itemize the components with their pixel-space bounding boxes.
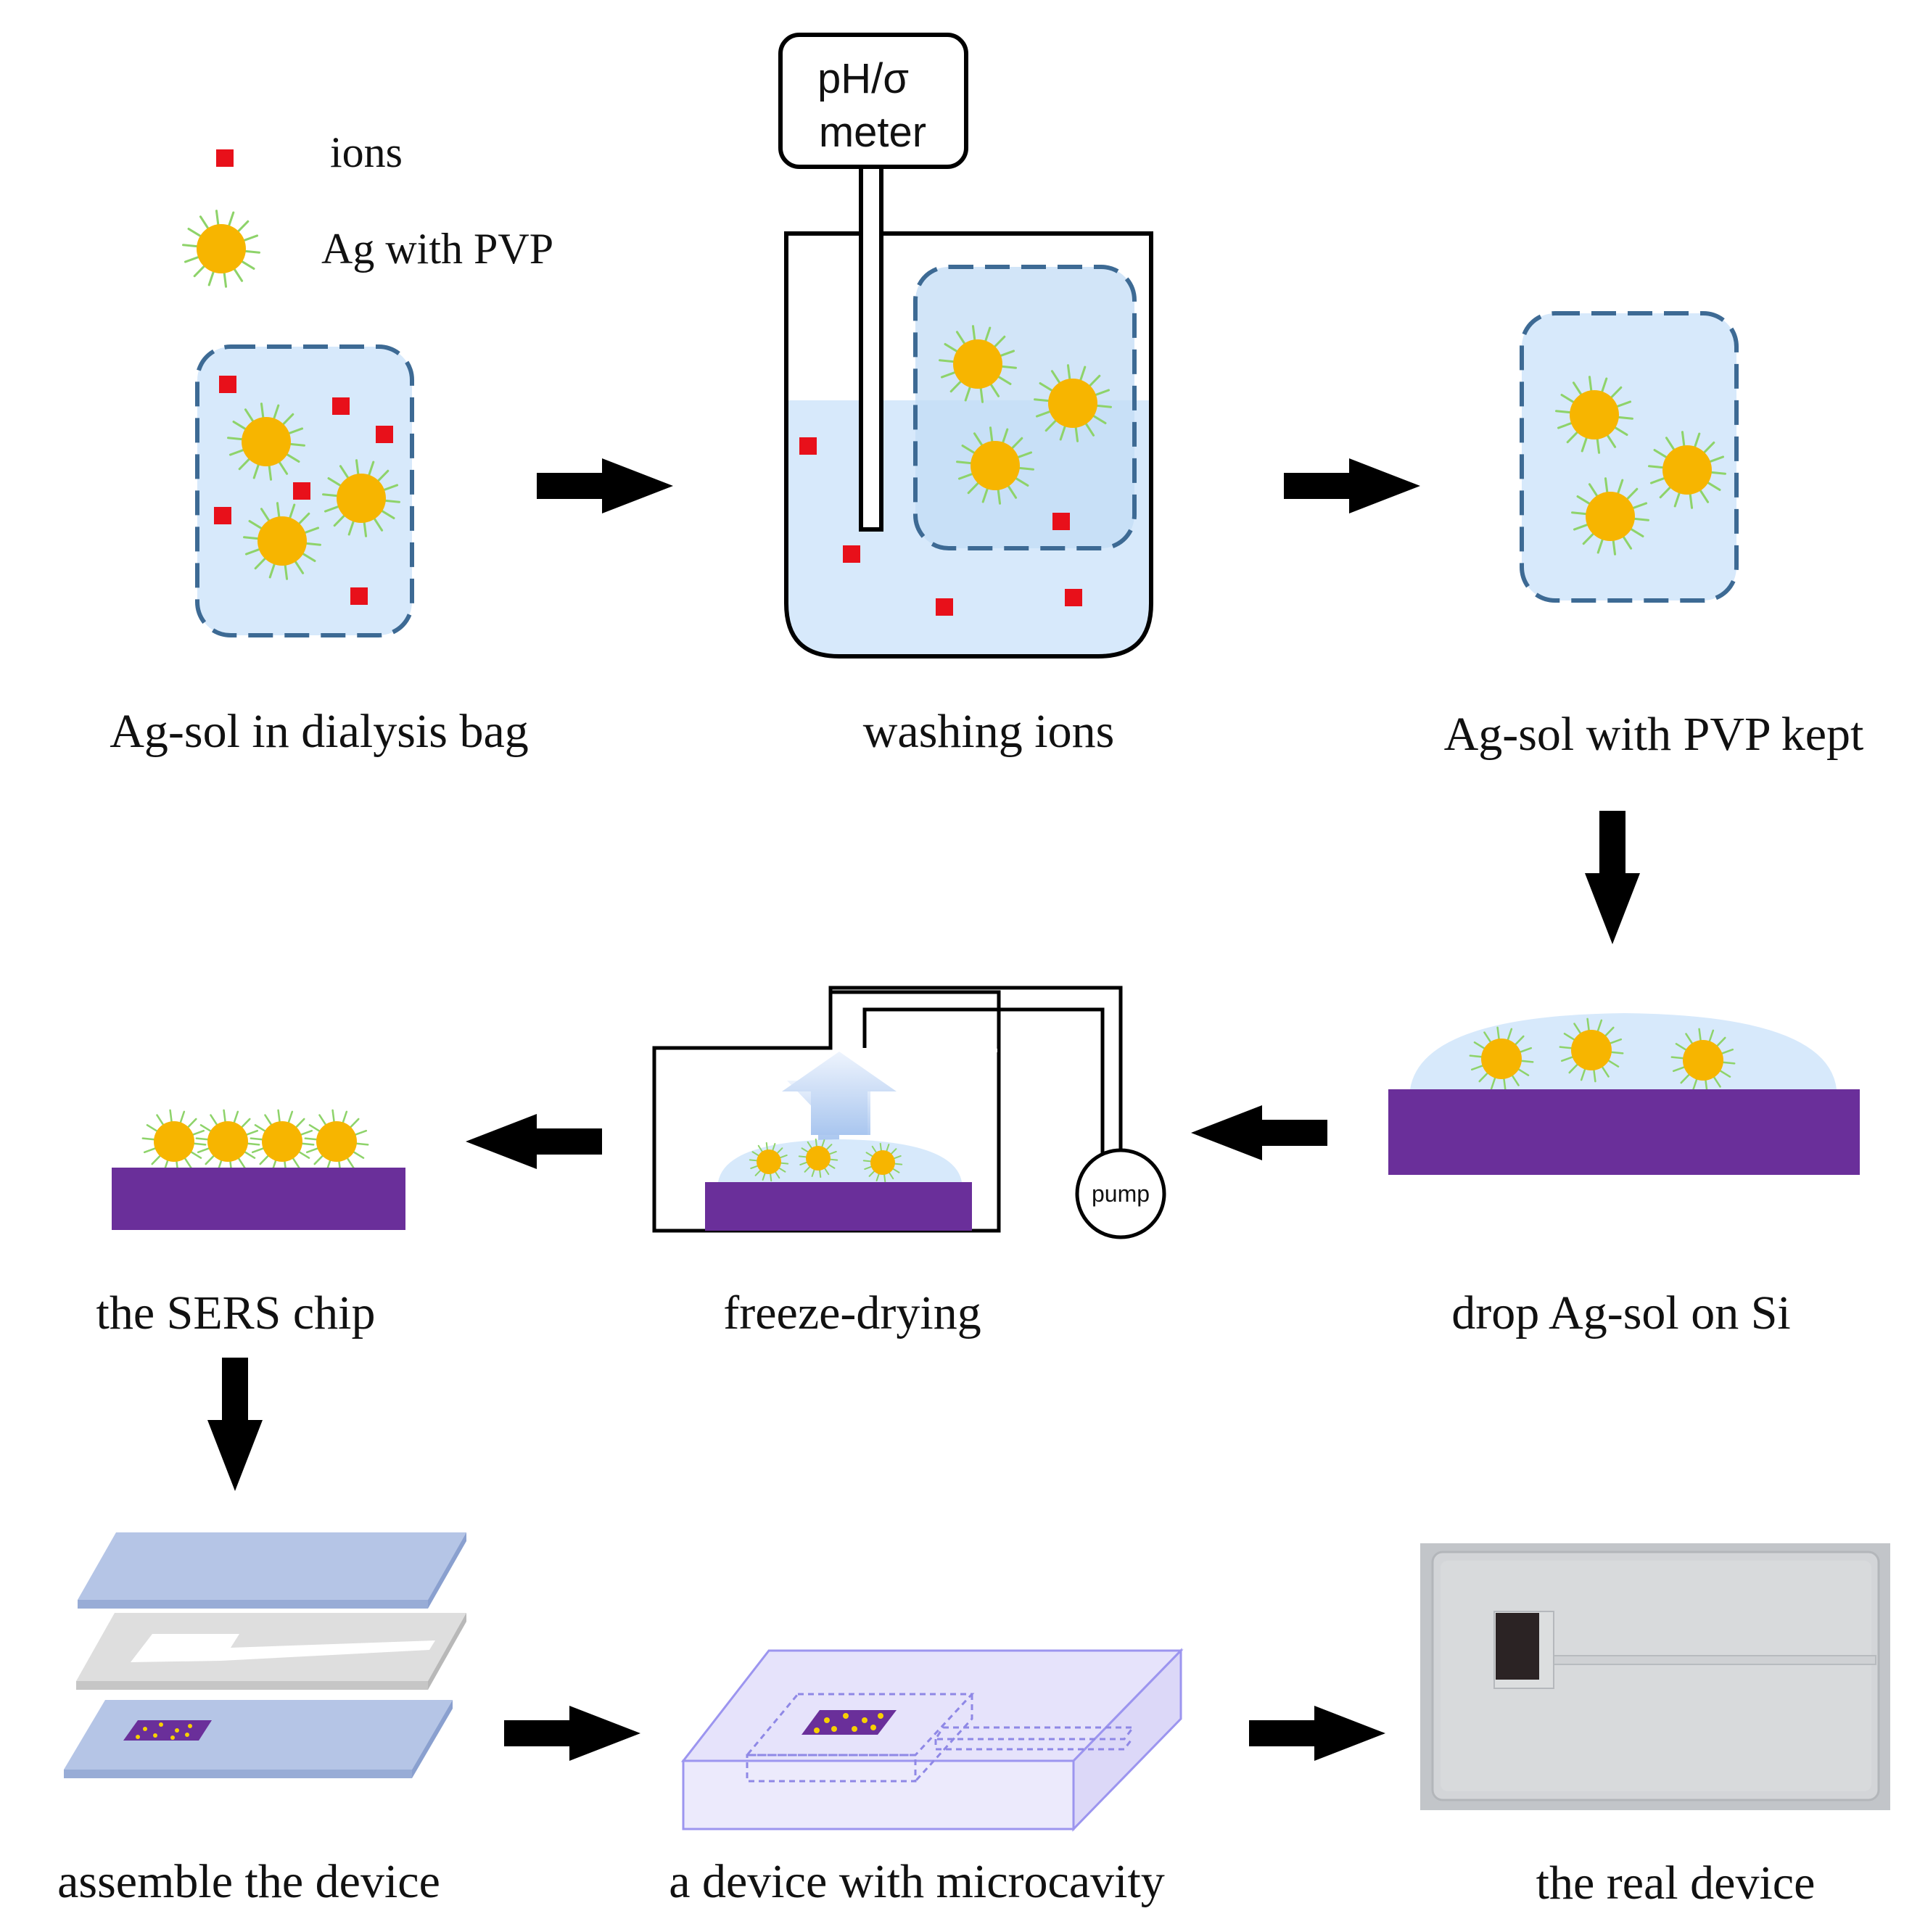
ag-particle bbox=[798, 1138, 838, 1178]
ag-particle bbox=[227, 402, 305, 481]
ion bbox=[350, 587, 368, 605]
ag-particle bbox=[1648, 431, 1726, 509]
legend: ions Ag with PVP bbox=[182, 128, 553, 288]
sers-chip-photo bbox=[1496, 1613, 1539, 1680]
ag-particle bbox=[939, 325, 1017, 403]
arrow-left bbox=[466, 1114, 602, 1169]
silicon-substrate bbox=[1388, 1089, 1860, 1175]
vapor-arrow-up bbox=[782, 1052, 897, 1135]
step-label-washing-ions: washing ions bbox=[863, 705, 1115, 758]
ag-sol-droplet bbox=[1410, 1013, 1837, 1089]
ag-particle bbox=[141, 1109, 207, 1174]
dialysis-bag bbox=[195, 344, 414, 637]
spacer-cavity-cutout bbox=[131, 1634, 435, 1662]
ion-legend-marker bbox=[216, 149, 234, 167]
cavity-outline bbox=[744, 1693, 1135, 1783]
ion bbox=[1052, 513, 1070, 530]
ag-particle bbox=[1559, 1017, 1624, 1083]
beaker-outline bbox=[784, 231, 1153, 659]
vacuum-pump bbox=[1075, 1148, 1166, 1239]
freeze-dryer: pump bbox=[652, 986, 1166, 1239]
exploded-assembly bbox=[64, 1532, 466, 1778]
ion bbox=[936, 598, 953, 616]
ion bbox=[219, 376, 236, 393]
step-label-ag-sol-kept: Ag-sol with PVP kept bbox=[1444, 708, 1864, 761]
sers-chip bbox=[112, 1109, 405, 1230]
ag-dots bbox=[814, 1713, 883, 1733]
arrow-right bbox=[1249, 1706, 1385, 1761]
device-front-face bbox=[682, 1759, 1075, 1830]
arrow-right bbox=[537, 458, 673, 513]
ion bbox=[293, 482, 310, 500]
step-label-microcavity: a device with microcavity bbox=[669, 1855, 1165, 1908]
washing-beaker: pH/σ meter bbox=[778, 33, 1153, 659]
ag-particle bbox=[956, 426, 1034, 505]
step-label-sers-chip: the SERS chip bbox=[96, 1287, 375, 1339]
ag-particle bbox=[322, 459, 400, 537]
vacuum-tube-outer bbox=[828, 986, 1123, 1160]
ion bbox=[1065, 589, 1082, 606]
legend-ag-label: Ag with PVP bbox=[321, 225, 553, 273]
arrow-right bbox=[504, 1706, 640, 1761]
ag-particle bbox=[243, 502, 321, 580]
ag-particle bbox=[1670, 1028, 1736, 1093]
microchannel bbox=[1544, 1655, 1876, 1665]
ph-conductivity-meter bbox=[778, 33, 968, 169]
step-label-real-device: the real device bbox=[1536, 1857, 1816, 1910]
ion bbox=[376, 426, 393, 443]
vacuum-tube-inner bbox=[862, 1007, 1105, 1160]
ag-legend-marker bbox=[182, 210, 260, 288]
step-label-freeze-drying: freeze-drying bbox=[723, 1287, 981, 1339]
ion bbox=[843, 545, 860, 563]
step-label-dialysis-bag: Ag-sol in dialysis bag bbox=[110, 705, 528, 758]
purified-dialysis-bag bbox=[1520, 311, 1739, 603]
microcavity-device bbox=[680, 1648, 1184, 1832]
silicon-substrate bbox=[705, 1182, 972, 1231]
step-label-assemble: assemble the device bbox=[57, 1855, 440, 1908]
arrow-down bbox=[1585, 811, 1640, 944]
real-device-photo bbox=[1420, 1543, 1890, 1810]
arrow-right bbox=[1284, 458, 1420, 513]
freezing-droplet bbox=[718, 1139, 962, 1182]
meter-label-line2: meter bbox=[819, 109, 926, 156]
ag-particle bbox=[250, 1109, 315, 1174]
ag-particle bbox=[1571, 477, 1649, 556]
droplet-on-silicon bbox=[1388, 1013, 1860, 1175]
step-label-drop-on-si: drop Ag-sol on Si bbox=[1451, 1287, 1791, 1339]
ag-particle bbox=[304, 1109, 369, 1174]
ag-particle bbox=[862, 1142, 903, 1183]
ion bbox=[332, 397, 350, 415]
ag-particle bbox=[195, 1109, 260, 1174]
ion bbox=[799, 437, 817, 455]
ag-particle bbox=[1034, 364, 1112, 442]
meter-probe bbox=[859, 165, 883, 532]
arrow-down bbox=[207, 1358, 263, 1491]
meter-label-line1: pH/σ bbox=[817, 55, 909, 102]
pump-label: pump bbox=[1092, 1181, 1150, 1207]
silicon-substrate bbox=[112, 1168, 405, 1230]
arrow-left bbox=[1191, 1105, 1327, 1160]
ag-dots bbox=[136, 1722, 192, 1740]
bottom-glass-layer bbox=[64, 1700, 453, 1770]
ag-particle bbox=[1555, 376, 1633, 454]
inner-dialysis-bag bbox=[913, 265, 1137, 550]
ion bbox=[214, 507, 231, 524]
device-side-face bbox=[1072, 1648, 1182, 1832]
top-glass-layer bbox=[78, 1532, 466, 1600]
ag-particle bbox=[749, 1142, 789, 1182]
legend-ions-label: ions bbox=[330, 128, 403, 176]
ag-particle bbox=[1469, 1026, 1534, 1091]
